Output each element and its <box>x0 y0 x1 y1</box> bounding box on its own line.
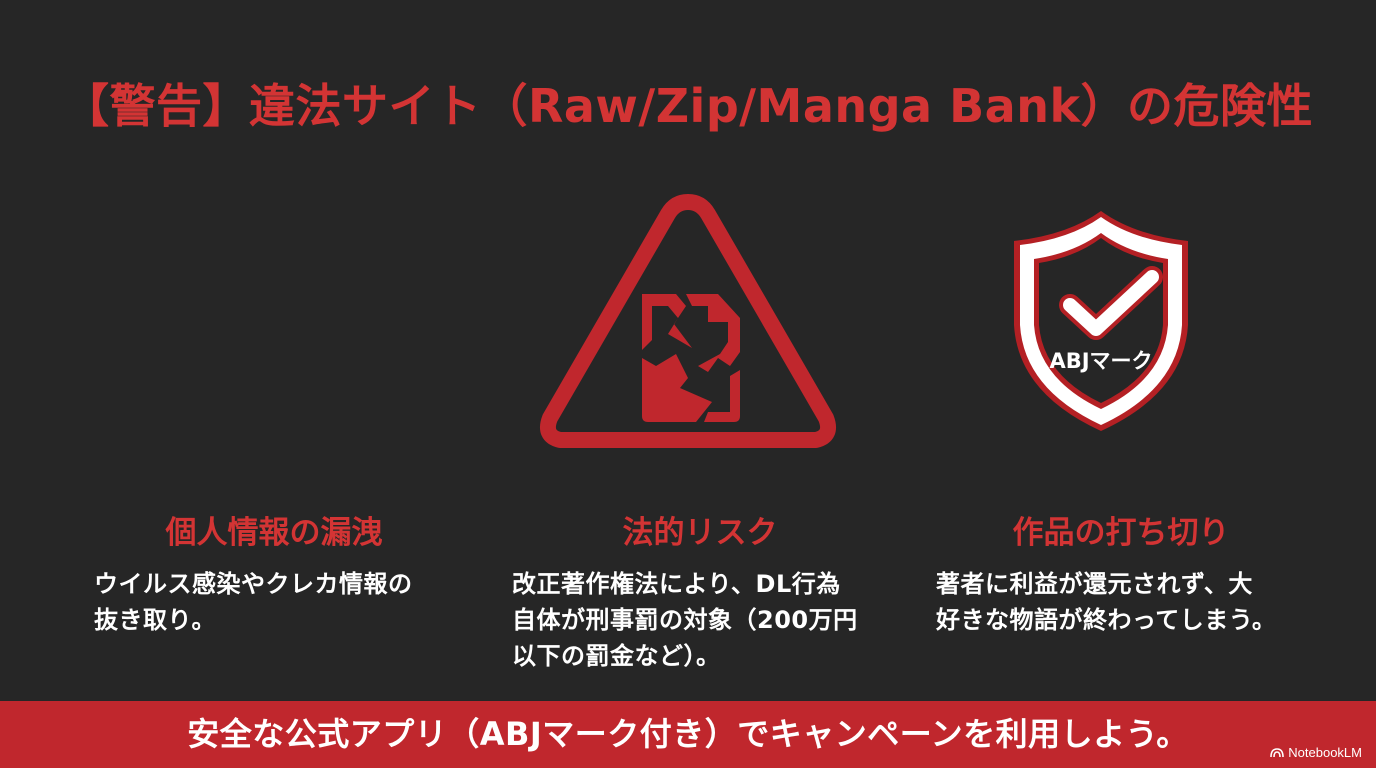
page-title: 【警告】違法サイト（Raw/Zip/Manga Bank）の危険性 <box>62 79 1314 133</box>
risk-description: 著者に利益が還元されず、大 好きな物語が終わってしまう。 <box>936 570 1277 634</box>
risk-heading: 作品の打ち切り <box>1012 515 1230 551</box>
risk-series-cancellation: 作品の打ち切り 著者に利益が還元されず、大 好きな物語が終わってしまう。 <box>936 510 1306 638</box>
broken-file-icon <box>642 294 740 422</box>
risk-description: 改正著作権法により、DL行為 自体が刑事罰の対象（200万円 以下の罰金など）。 <box>512 570 858 670</box>
brand-label: NotebookLM <box>1288 745 1362 760</box>
risk-personal-info: 個人情報の漏洩 ウイルス感染やクレカ情報の 抜き取り。 <box>94 510 454 638</box>
brand-watermark: NotebookLM <box>1270 745 1362 760</box>
notebooklm-logo-icon <box>1270 748 1285 758</box>
risk-heading: 個人情報の漏洩 <box>165 515 383 551</box>
shield-label: ABJマーク <box>1049 349 1152 373</box>
shield-check-icon: ABJマーク <box>1014 211 1188 431</box>
risk-description: ウイルス感染やクレカ情報の 抜き取り。 <box>94 570 413 634</box>
risk-heading: 法的リスク <box>622 515 778 551</box>
warning-triangle-icon <box>540 194 836 448</box>
cta-banner: 安全な公式アプリ（ABJマーク付き）でキャンペーンを利用しよう。 Noteboo… <box>0 701 1376 768</box>
risk-legal: 法的リスク 改正著作権法により、DL行為 自体が刑事罰の対象（200万円 以下の… <box>512 510 888 674</box>
banner-text: 安全な公式アプリ（ABJマーク付き）でキャンペーンを利用しよう。 <box>187 715 1189 753</box>
